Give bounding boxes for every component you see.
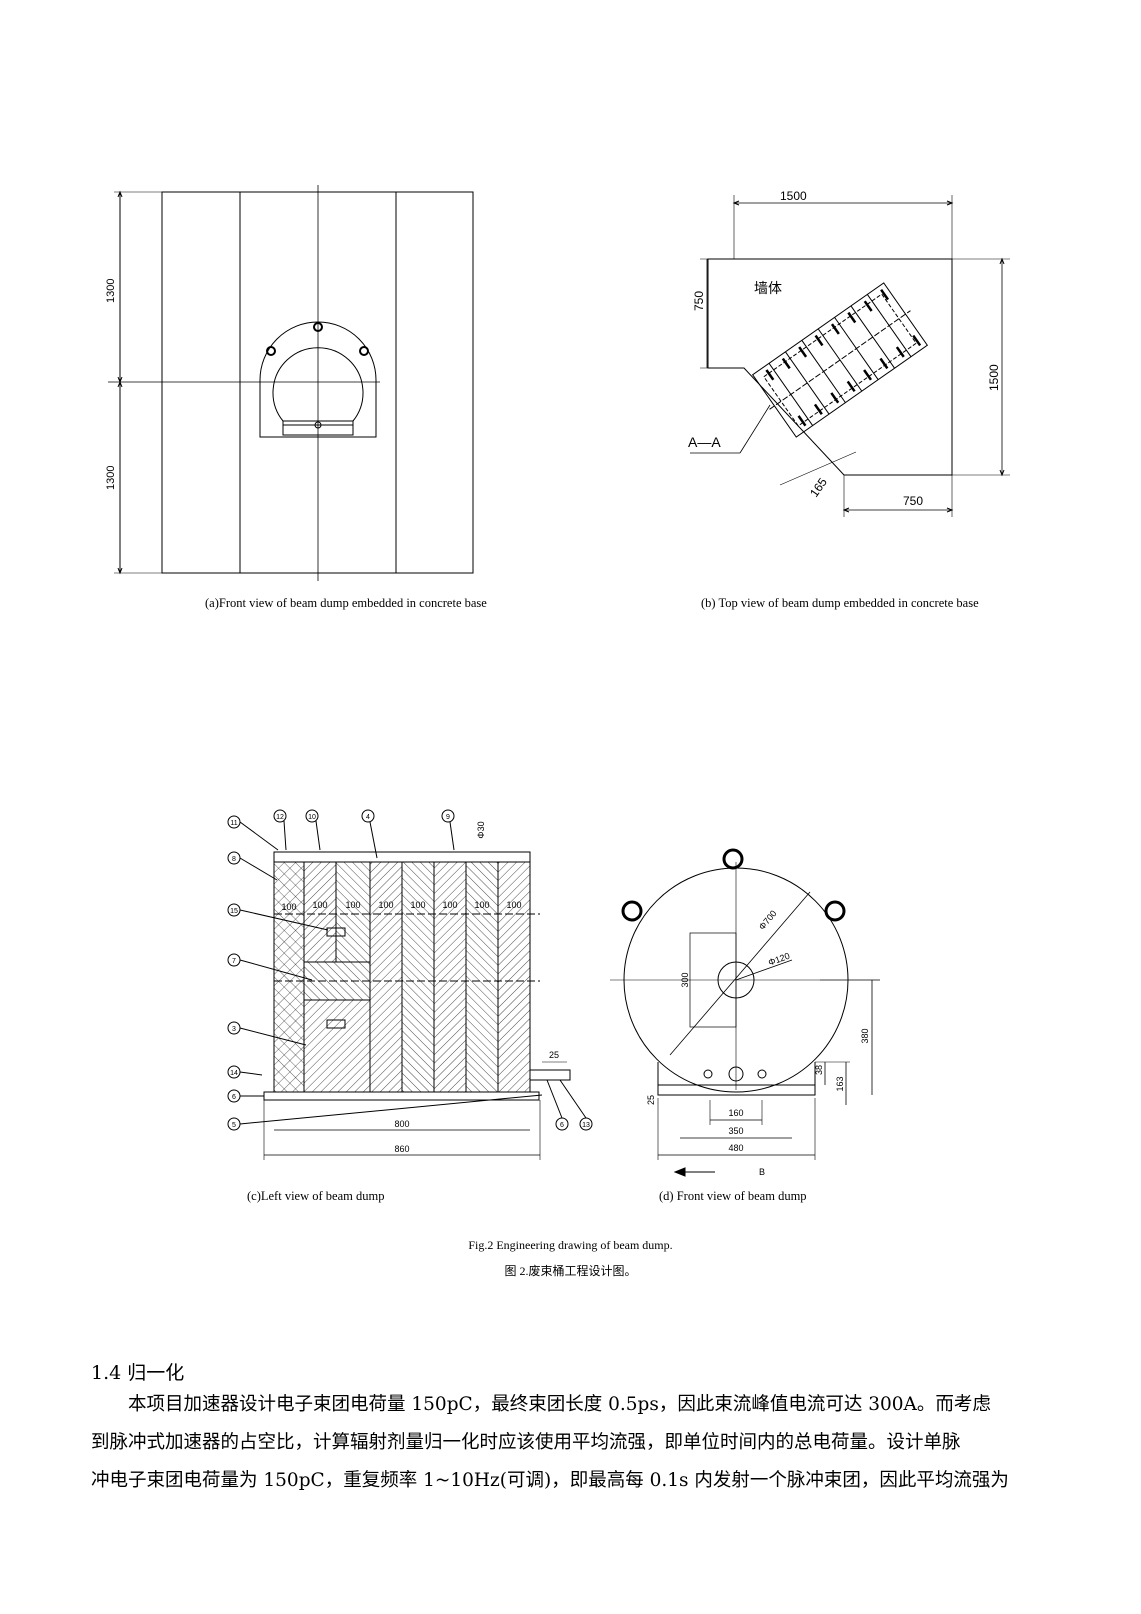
dim-d-163: 163 (835, 1076, 845, 1091)
callout-7: 7 (232, 958, 236, 965)
wall-label: 墙体 (754, 280, 782, 296)
figure-caption-en: Fig.2 Engineering drawing of beam dump. (468, 1238, 673, 1252)
callout-14: 14 (230, 1070, 238, 1077)
figure-b-drawing: 1500 1500 750 750 165 墙体 A—A (688, 189, 1010, 517)
section-a-a-label: A—A (688, 434, 721, 450)
callout-8: 8 (232, 856, 236, 863)
dim-b-left: 750 (692, 291, 706, 311)
dim-b-height: 1500 (987, 364, 1001, 391)
dim-a-bottom: 1300 (105, 466, 117, 490)
figure-d-caption: (d) Front view of beam dump (659, 1189, 807, 1203)
dim-d-300: 300 (680, 972, 690, 987)
layer-dim-4: 100 (378, 900, 393, 910)
figure-a-drawing: 1300 1300 (105, 185, 474, 581)
dim-d-160: 160 (728, 1108, 743, 1118)
dim-d-480: 480 (728, 1143, 743, 1153)
figure-c-drawing: 100 100 100 100 100 100 100 100 800 860 … (227, 809, 593, 1160)
dim-c-860: 860 (394, 1144, 409, 1154)
paragraph-line-1: 本项目加速器设计电子束团电荷量 150pC，最终束团长度 0.5ps，因此束流峰… (128, 1394, 991, 1415)
layer-dim-6: 100 (442, 900, 457, 910)
layer-dim-7: 100 (474, 900, 489, 910)
paragraph-line-3: 冲电子束团电荷量为 150pC，重复频率 1~10Hz(可调)，即最高每 0.1… (91, 1470, 1009, 1491)
callout-11: 11 (230, 820, 237, 827)
layer-dim-3: 100 (345, 900, 360, 910)
dim-d-380: 380 (860, 1028, 870, 1043)
dim-c-phi30: Φ30 (476, 821, 486, 838)
dim-d-38: 38 (814, 1065, 824, 1075)
callout-15: 15 (230, 908, 238, 915)
dim-b-bottom: 750 (903, 494, 923, 508)
callout-12: 12 (276, 814, 284, 821)
paragraph-line-2: 到脉冲式加速器的占空比，计算辐射剂量归一化时应该使用平均流强，即单位时间内的总电… (91, 1432, 961, 1453)
layer-dim-2: 100 (312, 900, 327, 910)
dim-c-25: 25 (549, 1050, 559, 1060)
dim-c-800: 800 (394, 1119, 409, 1129)
callout-6b: 6 (560, 1122, 564, 1129)
dim-d-350: 350 (728, 1126, 743, 1136)
dim-d-phi120: Φ120 (767, 951, 791, 968)
callout-4: 4 (366, 814, 370, 821)
layer-dim-1: 100 (281, 902, 296, 912)
body-paragraph: 本项目加速器设计电子束团电荷量 150pC，最终束团长度 0.5ps，因此束流峰… (91, 1386, 1041, 1500)
callout-6a: 6 (232, 1094, 236, 1101)
view-b-label: B (759, 1167, 765, 1177)
callout-10: 10 (308, 814, 316, 821)
section-heading: 1.4 归一化 (91, 1362, 185, 1384)
layer-dim-5: 100 (410, 900, 425, 910)
figure-b-caption: (b) Top view of beam dump embedded in co… (701, 596, 979, 610)
dim-b-diag: 165 (807, 475, 830, 500)
callout-9: 9 (446, 814, 450, 821)
callout-3: 3 (232, 1026, 236, 1033)
callout-5: 5 (232, 1122, 236, 1129)
figure-caption-cn: 图 2.废束桶工程设计图。 (504, 1264, 637, 1278)
figure-a-caption: (a)Front view of beam dump embedded in c… (205, 596, 487, 610)
figure-c-caption: (c)Left view of beam dump (247, 1189, 385, 1203)
layer-dim-8: 100 (506, 900, 521, 910)
dim-d-25: 25 (646, 1095, 656, 1105)
callout-13: 13 (582, 1122, 590, 1129)
dim-b-width: 1500 (780, 189, 807, 203)
dim-a-top: 1300 (105, 279, 117, 303)
dim-d-phi700: Φ700 (757, 908, 779, 931)
figure-d-drawing: Φ700 Φ120 300 380 38 163 25 160 350 480 … (610, 848, 880, 1177)
